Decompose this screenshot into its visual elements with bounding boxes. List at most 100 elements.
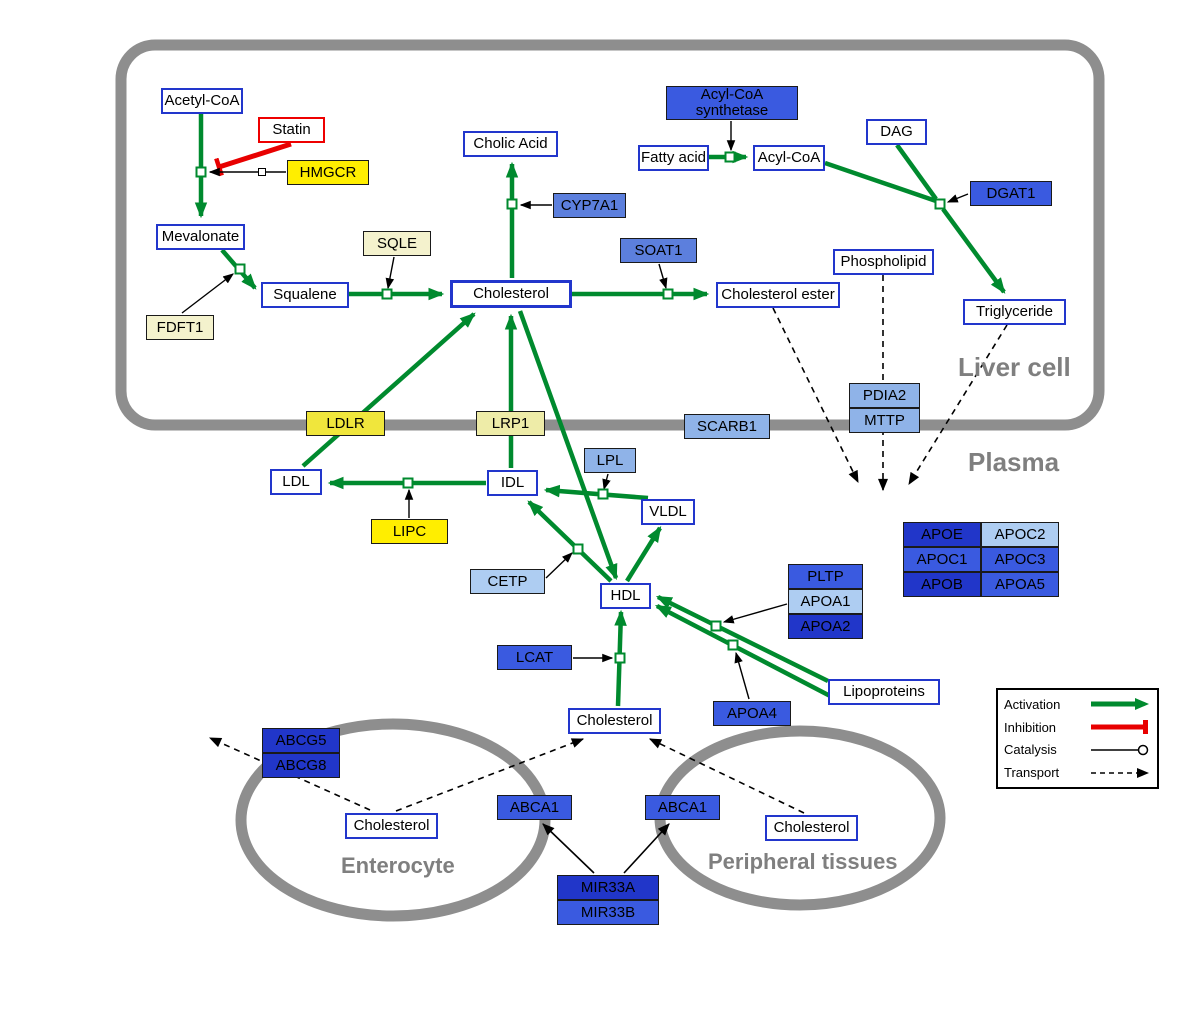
node-mevalonate[interactable]: Mevalonate [156,224,245,250]
gene-acyl-coa-synthetase[interactable]: Acyl-CoA synthetase [666,86,798,120]
inhibition-tbar-icon [1091,720,1148,735]
gene-mir33a[interactable]: MIR33A [557,875,659,900]
regulation-edges [542,823,670,874]
gene-pltp[interactable]: PLTP [788,564,863,589]
gene-abca1-left[interactable]: ABCA1 [497,795,572,820]
cat-sqle [385,256,395,290]
gene-pdia2[interactable]: PDIA2 [849,383,920,408]
edge-lipoproteins-hdl-lower [654,604,836,700]
membranes [115,39,1105,922]
legend: Activation Inhibition Catalysis Transpor… [996,688,1159,789]
node-dag[interactable]: DAG [866,119,927,145]
legend-activation-label: Activation [1004,696,1061,712]
node-statin[interactable]: Statin [258,117,325,143]
edge-acylcoa-dgat [824,160,937,204]
peripheral-tissues-label: Peripheral tissues [708,849,898,874]
catalysis-anchor-square [258,168,266,176]
cat-soat1 [658,263,668,290]
node-idl[interactable]: IDL [487,470,538,496]
cat-apoa4 [734,651,750,700]
node-ldl[interactable]: LDL [270,469,322,495]
gene-lipc[interactable]: LIPC [371,519,448,544]
edge-lipoproteins-hdl-upper [655,594,829,684]
gene-apoa5[interactable]: APOA5 [981,572,1059,597]
gene-lcat[interactable]: LCAT [497,645,572,670]
liver-cell-label: Liver cell [958,352,1071,382]
gene-apoa2[interactable]: APOA2 [788,614,863,639]
legend-row-inhibition: Inhibition [1004,716,1151,738]
gene-scarb1[interactable]: SCARB1 [684,414,770,439]
transport-edges [208,275,1008,814]
enterocyte-membrane [235,718,551,922]
gene-apoa1[interactable]: APOA1 [788,589,863,614]
gene-dgat1[interactable]: DGAT1 [970,181,1052,206]
plasma-label: Plasma [968,447,1060,477]
gene-apob[interactable]: APOB [903,572,981,597]
node-lipoproteins[interactable]: Lipoproteins [828,679,940,705]
activation-arrow-icon [1091,698,1149,711]
gene-apoa4[interactable]: APOA4 [713,701,791,726]
gene-cyp7a1[interactable]: CYP7A1 [553,193,626,218]
gene-sqle[interactable]: SQLE [363,231,431,256]
gene-abcg8[interactable]: ABCG8 [262,753,340,778]
gene-fdft1[interactable]: FDFT1 [146,315,214,340]
cat-dgat1 [946,193,969,203]
cat-lpl [602,473,611,491]
node-cholesterol-ester[interactable]: Cholesterol ester [716,282,840,308]
node-squalene[interactable]: Squalene [261,282,349,308]
node-cholesterol-enterocyte[interactable]: Cholesterol [345,813,438,839]
edge-hdl-vldl [625,526,662,583]
transport-triglyceride-to-plasma [908,324,1008,485]
gene-cetp[interactable]: CETP [470,569,545,594]
gene-soat1[interactable]: SOAT1 [620,238,697,263]
transport-cholesterol-ester-to-plasma [772,307,859,483]
gene-ldlr[interactable]: LDLR [306,411,385,436]
node-acetyl-coa[interactable]: Acetyl-CoA [161,88,243,114]
edge-dgat-triglyceride [941,207,1006,294]
gene-abcg5[interactable]: ABCG5 [262,728,340,753]
catalysis-edges [181,121,969,700]
transport-dashed-arrow-icon [1091,767,1149,778]
node-cholesterol-peripheral[interactable]: Cholesterol [765,815,858,841]
edge-ldl-cholesterol-uptake [301,312,476,468]
legend-inhibition-label: Inhibition [1004,719,1057,735]
gene-lrp1[interactable]: LRP1 [476,411,545,436]
inhibition-edge [214,141,292,177]
node-cholesterol-plasma[interactable]: Cholesterol [568,708,661,734]
catalysis-circle-icon [1091,744,1149,756]
cat-apoa-group [722,603,788,624]
node-vldl[interactable]: VLDL [641,499,695,525]
node-hdl[interactable]: HDL [600,583,651,609]
node-triglyceride[interactable]: Triglyceride [963,299,1066,325]
edge-cholesterol-hdl [517,310,619,581]
legend-transport-label: Transport [1004,765,1060,781]
gene-hmgcr[interactable]: HMGCR [287,160,369,185]
edge-mir33-abca1-left [542,823,595,874]
gene-lpl[interactable]: LPL [584,448,636,473]
legend-catalysis-label: Catalysis [1004,742,1057,758]
edge-hdl-idl [527,500,613,583]
node-fatty-acid[interactable]: Fatty acid [638,145,709,171]
edge-dag-dgat [895,143,938,201]
node-cholic-acid[interactable]: Cholic Acid [463,131,558,157]
legend-row-activation: Activation [1004,693,1151,715]
node-phospholipid[interactable]: Phospholipid [833,249,934,275]
gene-apoc2[interactable]: APOC2 [981,522,1059,547]
transport-enterocyte-cholesterol-out [395,738,585,812]
edge-statin-inhibits-hmgcr [214,141,292,177]
node-cholesterol-liver[interactable]: Cholesterol [450,280,572,308]
gene-apoc3[interactable]: APOC3 [981,547,1059,572]
gene-mttp[interactable]: MTTP [849,408,920,433]
gene-mir33b[interactable]: MIR33B [557,900,659,925]
gene-apoc1[interactable]: APOC1 [903,547,981,572]
liver-cell-membrane [115,39,1105,431]
transport-cholesterol-abcg-efflux [208,737,371,811]
node-acyl-coa[interactable]: Acyl-CoA [753,145,825,171]
process-nodes [195,151,946,664]
cat-fdft1 [181,273,234,314]
gene-apoe[interactable]: APOE [903,522,981,547]
edge-vldl-idl [543,484,649,501]
gene-abca1-right[interactable]: ABCA1 [645,795,720,820]
